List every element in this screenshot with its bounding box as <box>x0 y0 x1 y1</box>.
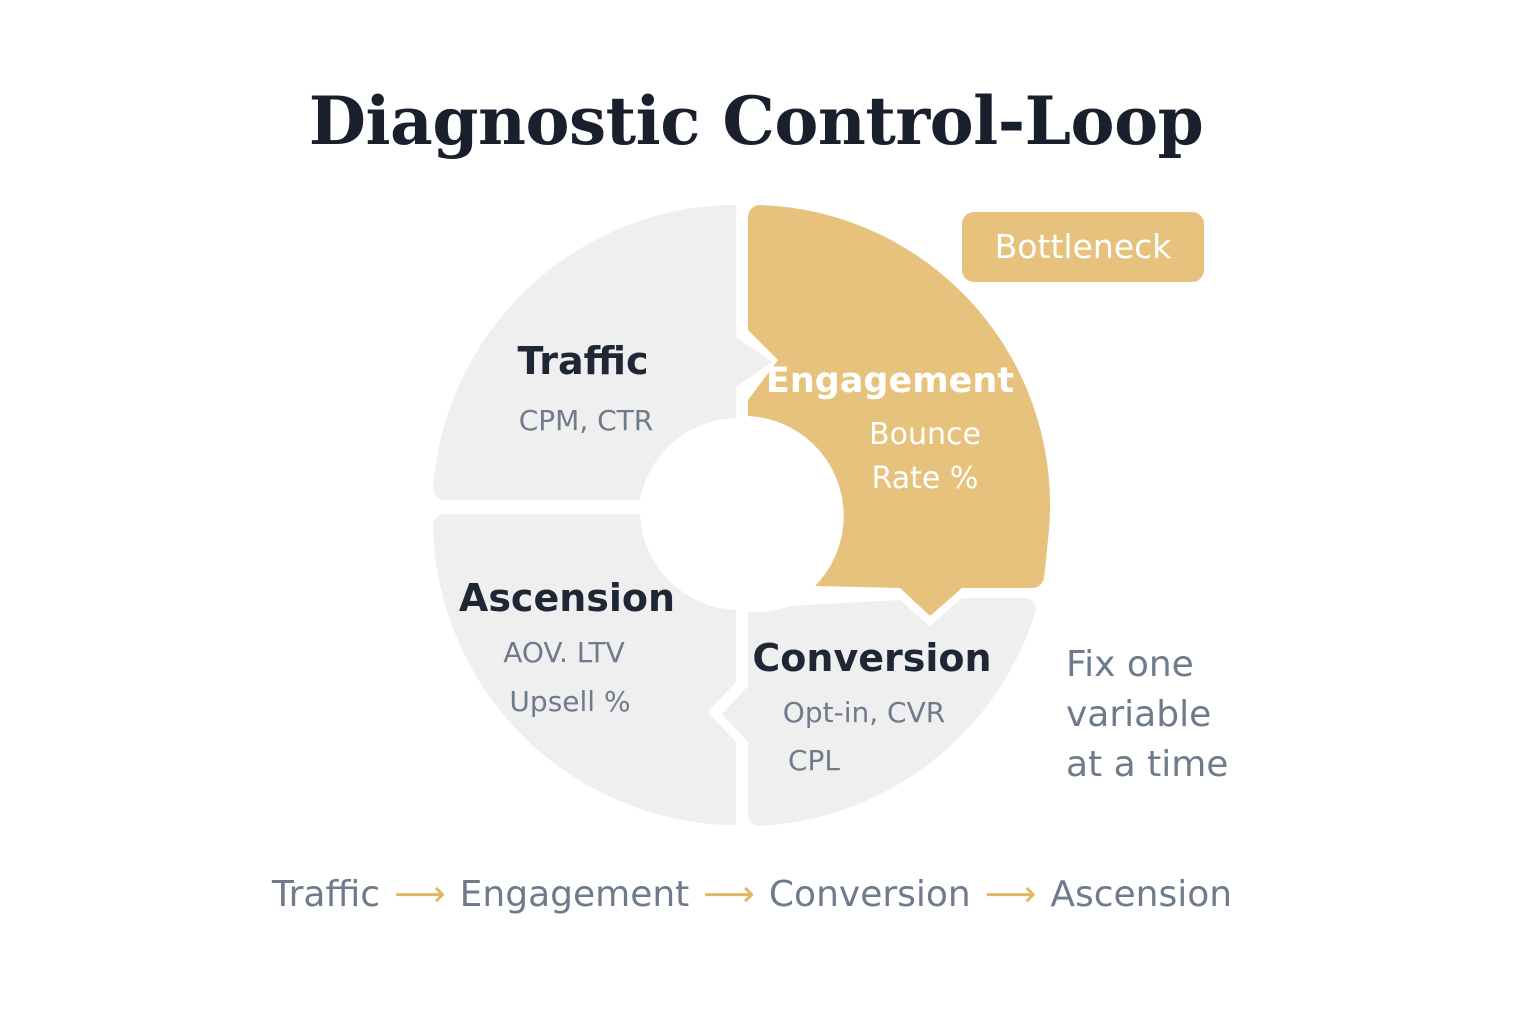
segment-ascension-title: Ascension <box>459 576 675 620</box>
segment-engagement-title: Engagement <box>766 361 1014 401</box>
bottleneck-badge: Bottleneck <box>962 212 1204 282</box>
segment-ascension-metric-2: Upsell % <box>509 685 630 718</box>
segment-engagement-metric-1: Bounce <box>869 417 981 452</box>
flow-step-conversion: Conversion <box>768 873 971 915</box>
segment-ascension-shape <box>433 514 736 825</box>
arrow-right-icon: ⟶ <box>394 873 446 915</box>
segment-engagement-metric-2: Rate % <box>872 461 979 496</box>
segment-conversion-title: Conversion <box>752 636 991 680</box>
segment-conversion-shape <box>722 598 1036 826</box>
segment-traffic-title: Traffic <box>517 339 648 383</box>
segment-traffic-shape <box>433 205 772 500</box>
segment-engagement-shape <box>748 205 1051 616</box>
segment-traffic-metric-1: CPM, CTR <box>519 404 654 437</box>
arrow-right-icon: ⟶ <box>703 873 755 915</box>
segment-conversion-metric-2: CPL <box>788 744 840 777</box>
side-note-line-1: Fix one <box>1066 644 1194 685</box>
side-note: Fix one variable at a time <box>1066 640 1266 790</box>
arrow-right-icon: ⟶ <box>984 873 1037 915</box>
side-note-line-3: at a time <box>1066 744 1229 785</box>
flow-step-traffic: Traffic <box>271 873 381 915</box>
page-title: Diagnostic Control-Loop <box>308 82 1204 160</box>
flow-step-ascension: Ascension <box>1050 873 1233 915</box>
segment-conversion-metric-1: Opt-in, CVR <box>783 696 945 729</box>
segment-ascension-metric-1: AOV. LTV <box>503 636 625 669</box>
flow-step-engagement: Engagement <box>459 873 690 915</box>
side-note-line-2: variable <box>1066 694 1212 735</box>
stage-flow: Traffic ⟶ Engagement ⟶ Conversion ⟶ Asce… <box>0 866 1504 922</box>
